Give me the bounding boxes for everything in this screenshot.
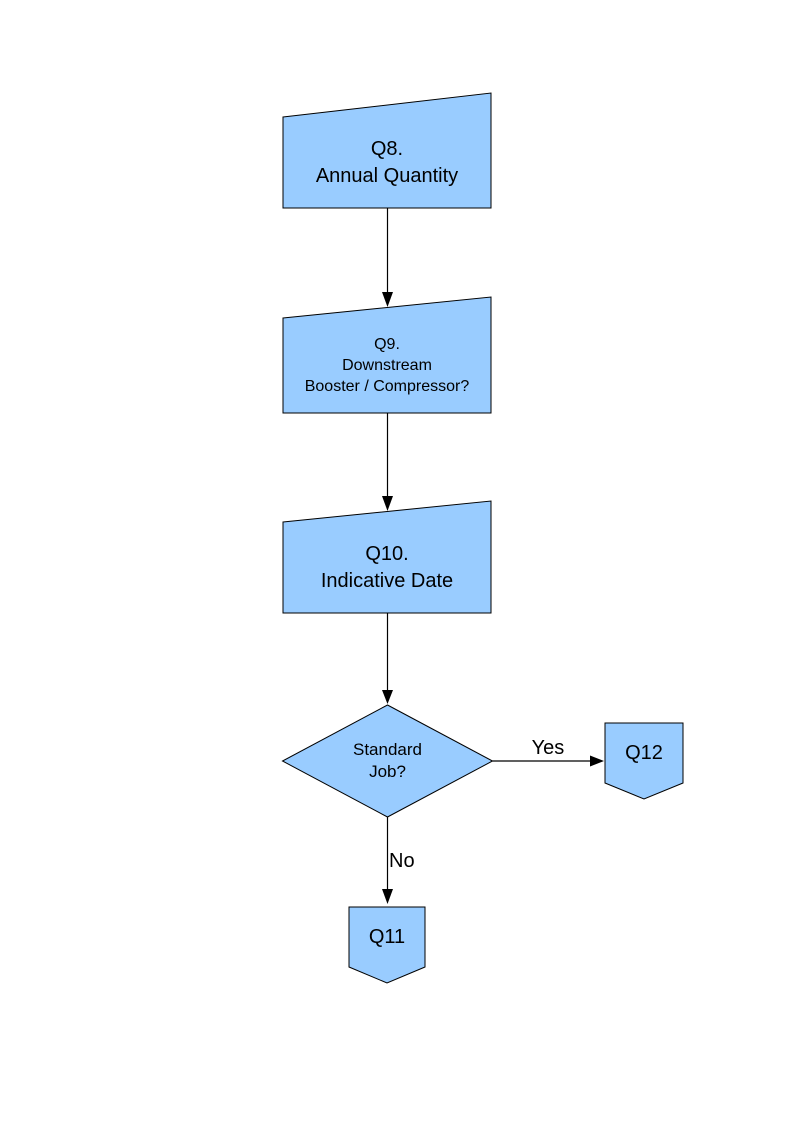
decision-label-line1: Standard bbox=[353, 740, 422, 759]
q9-label-line1: Q9. bbox=[374, 336, 400, 353]
q10-label-line1: Q10. bbox=[365, 542, 409, 565]
arrowhead-q8-q9 bbox=[382, 292, 393, 307]
q11-label: Q11 bbox=[349, 907, 425, 967]
decision-label: Standard Job? bbox=[297, 713, 478, 809]
q10-label: Q10. Indicative Date bbox=[283, 522, 491, 613]
q11-node-shape bbox=[348, 906, 426, 984]
q12-node-shape bbox=[604, 722, 684, 800]
arrowhead-q10-decision bbox=[382, 690, 393, 704]
arrowhead-q9-q10 bbox=[382, 496, 393, 511]
no-edge-label: No bbox=[389, 850, 415, 872]
q10-node-shape bbox=[282, 500, 492, 614]
decision-label-line2: Job? bbox=[369, 762, 406, 781]
q9-label-line2: Downstream bbox=[342, 357, 432, 374]
q8-label-line1: Q8. bbox=[370, 137, 404, 160]
arrowhead-decision-q11 bbox=[382, 889, 393, 904]
q9-node-shape bbox=[282, 296, 492, 414]
q11-label-text: Q11 bbox=[368, 925, 406, 948]
q12-label-text: Q12 bbox=[625, 741, 663, 764]
yes-edge-label: Yes bbox=[531, 737, 565, 759]
arrowhead-decision-q12 bbox=[590, 755, 604, 767]
q8-label-line2: Annual Quantity bbox=[315, 164, 459, 187]
q12-label: Q12 bbox=[605, 723, 683, 783]
q9-label: Q9. Downstream Booster / Compressor? bbox=[283, 318, 491, 413]
q9-label-line3: Booster / Compressor? bbox=[304, 378, 470, 395]
q8-node-shape bbox=[282, 92, 492, 209]
q8-label: Q8. Annual Quantity bbox=[283, 117, 491, 208]
q10-label-line2: Indicative Date bbox=[320, 569, 454, 592]
